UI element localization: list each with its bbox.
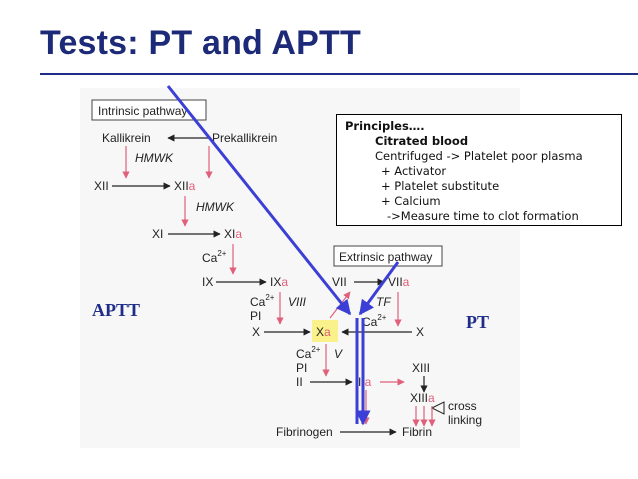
xiii-label: XIII bbox=[412, 361, 430, 375]
xi-label: XI bbox=[152, 227, 163, 241]
calcium-label-4: Ca2+ bbox=[296, 345, 321, 361]
ix-label: IX bbox=[202, 275, 213, 289]
x-extrinsic-label: X bbox=[416, 325, 424, 339]
principles-header: Principles…. bbox=[345, 119, 425, 133]
pl-label-1: PI bbox=[250, 309, 261, 323]
tf-label: TF bbox=[376, 295, 391, 309]
viia-label: VIIa bbox=[388, 275, 410, 289]
viii-label: VIII bbox=[288, 295, 307, 309]
xiiia-label: XIIIa bbox=[410, 391, 435, 405]
cross-linking-pointer-icon bbox=[430, 401, 445, 415]
principles-line-5: + Calcium bbox=[381, 194, 441, 208]
xa-label: Xa bbox=[316, 325, 331, 339]
principles-line-3: + Activator bbox=[381, 164, 447, 178]
extrinsic-pathway-box bbox=[333, 245, 443, 267]
hmwk-label-2: HMWK bbox=[196, 200, 235, 214]
principles-line-4: + Platelet substitute bbox=[381, 179, 500, 193]
principles-line-6: ->Measure time to clot formation bbox=[387, 209, 579, 223]
kallikrein-label: Kallikrein bbox=[102, 131, 151, 145]
ixa-label: IXa bbox=[270, 275, 288, 289]
calcium-label-1: Ca2+ bbox=[202, 249, 227, 265]
xa-highlight bbox=[312, 320, 338, 342]
intrinsic-pathway-label: Intrinsic pathway bbox=[98, 104, 187, 118]
fibrinogen-label: Fibrinogen bbox=[276, 425, 333, 439]
pt-path-arrow bbox=[358, 261, 400, 316]
aptt-label: APTT bbox=[92, 300, 141, 320]
calcium-label-3: Ca2+ bbox=[362, 313, 387, 329]
cross-label: cross bbox=[448, 399, 477, 413]
pt-label: PT bbox=[466, 312, 490, 332]
calcium-label-2: Ca2+ bbox=[250, 293, 275, 309]
xia-label: XIa bbox=[224, 227, 242, 241]
fibrin-label: Fibrin bbox=[402, 425, 432, 439]
prekallikrein-label: Prekallikrein bbox=[212, 131, 277, 145]
principles-line-1: Citrated blood bbox=[375, 134, 469, 148]
iia-label: IIa bbox=[358, 375, 372, 389]
ii-label: II bbox=[296, 375, 303, 389]
xii-label: XII bbox=[94, 179, 109, 193]
xiia-label: XIIa bbox=[174, 179, 196, 193]
x-intrinsic-label: X bbox=[252, 325, 260, 339]
vii-label: VII bbox=[332, 275, 347, 289]
slide-title: Tests: PT and APTT bbox=[40, 24, 361, 62]
xa-to-vii-feedback-arrow bbox=[329, 291, 351, 319]
aptt-path-arrow bbox=[166, 85, 352, 316]
principles-box: Principles…. Citrated blood Centrifuged … bbox=[336, 114, 622, 226]
linking-label: linking bbox=[448, 413, 482, 427]
title-underline bbox=[40, 73, 638, 75]
hmwk-label-1: HMWK bbox=[135, 151, 174, 165]
pl-label-2: PI bbox=[296, 361, 307, 375]
v-label: V bbox=[334, 347, 343, 361]
intrinsic-pathway-box bbox=[91, 99, 207, 121]
extrinsic-pathway-label: Extrinsic pathway bbox=[339, 250, 432, 264]
principles-line-2: Centrifuged -> Platelet poor plasma bbox=[375, 149, 583, 163]
